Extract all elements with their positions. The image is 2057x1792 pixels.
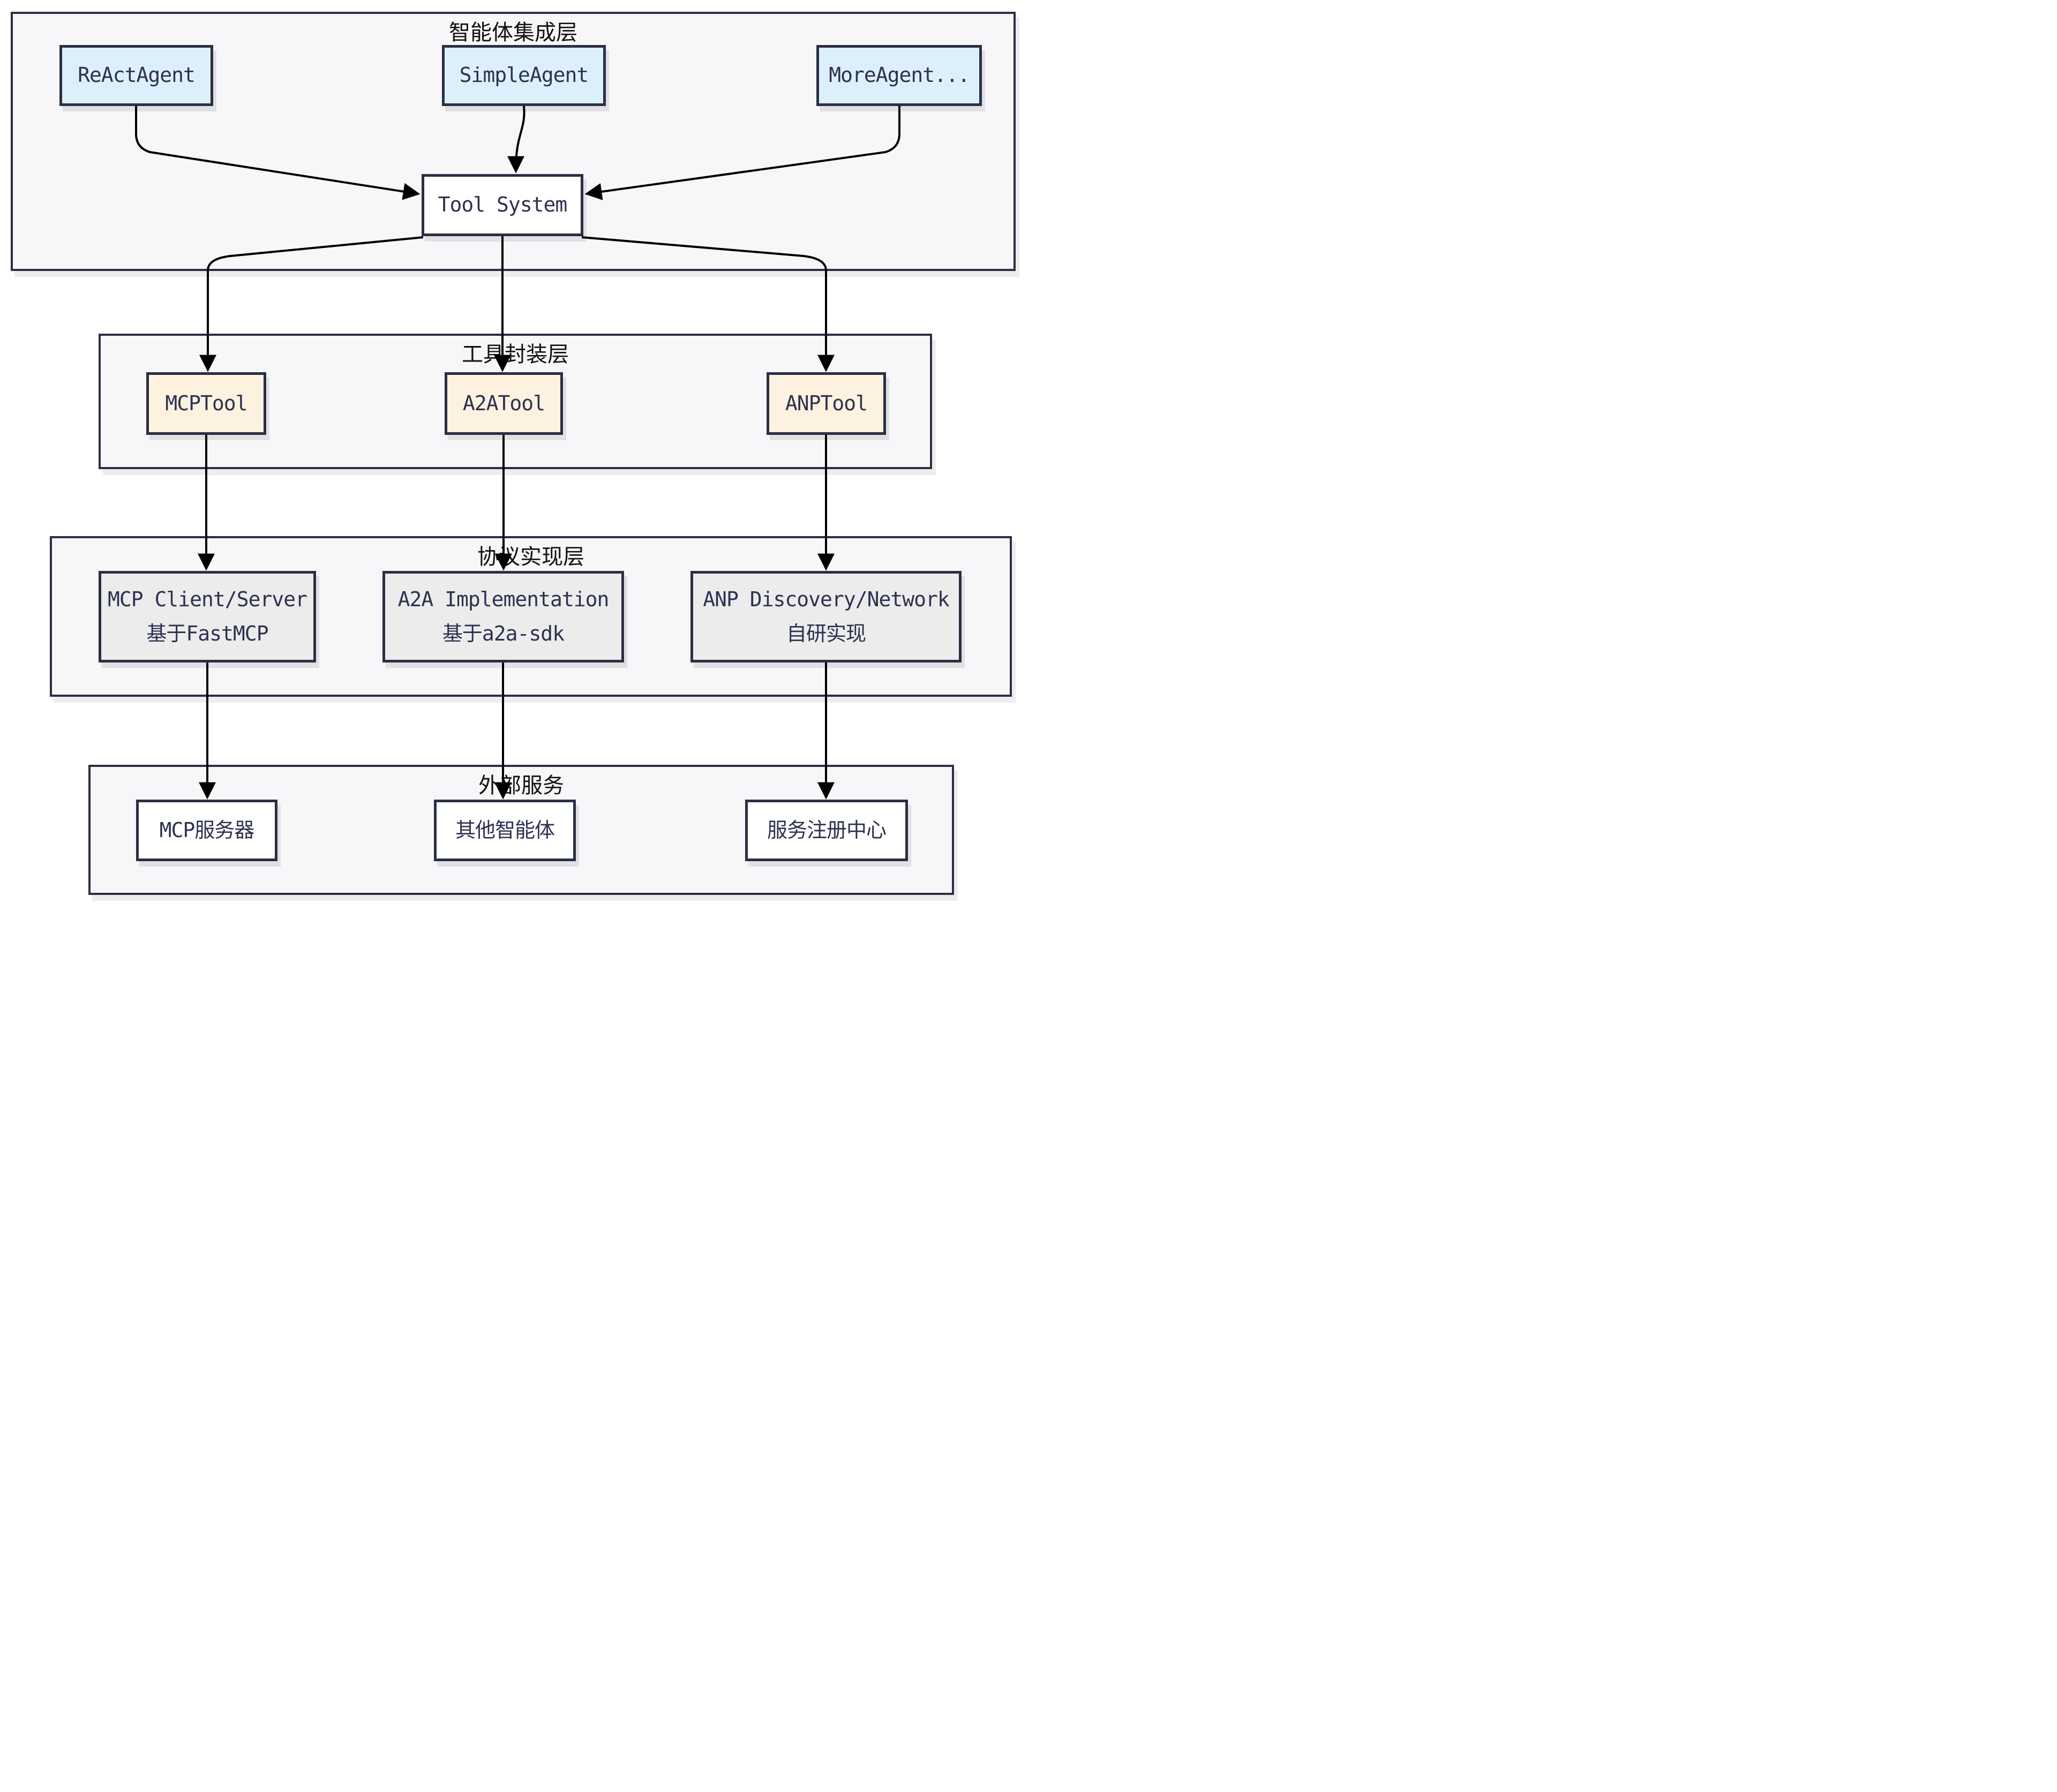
node-a2a-tool-label: A2ATool xyxy=(462,391,545,415)
node-react-agent: ReActAgent xyxy=(59,45,213,106)
node-a2a-impl-sublabel: 基于a2a-sdk xyxy=(442,621,565,645)
layer-title-protocol-impl: 协议实现层 xyxy=(477,545,584,569)
node-a2a-impl: A2A Implementation 基于a2a-sdk xyxy=(382,571,624,662)
node-simple-agent: SimpleAgent xyxy=(442,45,606,106)
node-anp-impl-sublabel: 自研实现 xyxy=(786,621,866,645)
node-mcp-impl-sublabel: 基于FastMCP xyxy=(146,621,268,645)
layer-title-tool-wrapper: 工具封装层 xyxy=(462,342,569,367)
node-anp-tool-label: ANPTool xyxy=(785,391,868,415)
node-anp-tool: ANPTool xyxy=(767,372,886,435)
node-mcp-tool: MCPTool xyxy=(146,372,266,435)
node-mcp-server: MCP服务器 xyxy=(136,800,277,861)
node-a2a-tool: A2ATool xyxy=(445,372,563,435)
node-other-agents-label: 其他智能体 xyxy=(455,818,555,842)
node-react-agent-label: ReActAgent xyxy=(78,63,196,87)
node-service-registry: 服务注册中心 xyxy=(745,800,908,861)
node-simple-agent-label: SimpleAgent xyxy=(459,63,589,87)
node-tool-system-label: Tool System xyxy=(438,193,568,217)
node-service-registry-label: 服务注册中心 xyxy=(767,818,887,842)
node-tool-system: Tool System xyxy=(422,174,583,236)
node-mcp-impl-label: MCP Client/Server xyxy=(108,587,307,611)
node-anp-impl: ANP Discovery/Network 自研实现 xyxy=(690,571,962,662)
node-mcp-tool-label: MCPTool xyxy=(165,391,247,415)
node-more-agent: MoreAgent... xyxy=(816,45,982,106)
layer-title-external-services: 外部服务 xyxy=(478,773,564,798)
node-anp-impl-label: ANP Discovery/Network xyxy=(703,587,949,611)
node-a2a-impl-label: A2A Implementation xyxy=(397,587,610,611)
layer-title-agent-integration: 智能体集成层 xyxy=(449,20,577,45)
node-more-agent-label: MoreAgent... xyxy=(829,63,970,87)
node-mcp-impl: MCP Client/Server 基于FastMCP xyxy=(99,571,316,662)
node-mcp-server-label: MCP服务器 xyxy=(159,818,255,842)
node-other-agents: 其他智能体 xyxy=(434,800,576,861)
